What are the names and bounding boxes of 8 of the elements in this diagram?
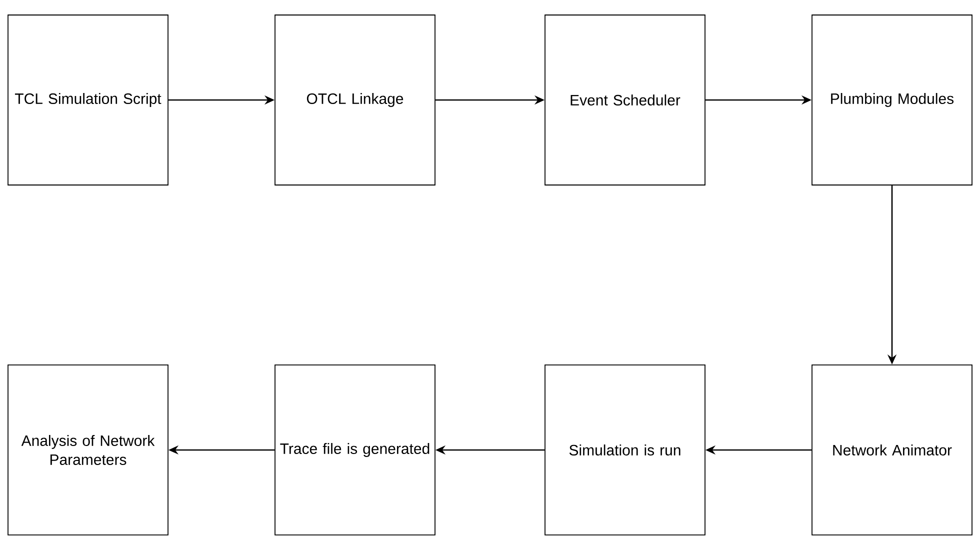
process-box: Analysis of Network Parameters: [8, 364, 168, 536]
process-box: Event Scheduler: [544, 14, 706, 186]
process-box: OTCL Linkage: [274, 14, 436, 186]
process-box: Trace file is generated: [274, 364, 436, 536]
process-box: TCL Simulation Script: [8, 14, 168, 186]
process-box: Network Animator: [812, 364, 972, 536]
process-box: Plumbing Modules: [812, 14, 972, 186]
process-box: Simulation is run: [544, 364, 706, 536]
